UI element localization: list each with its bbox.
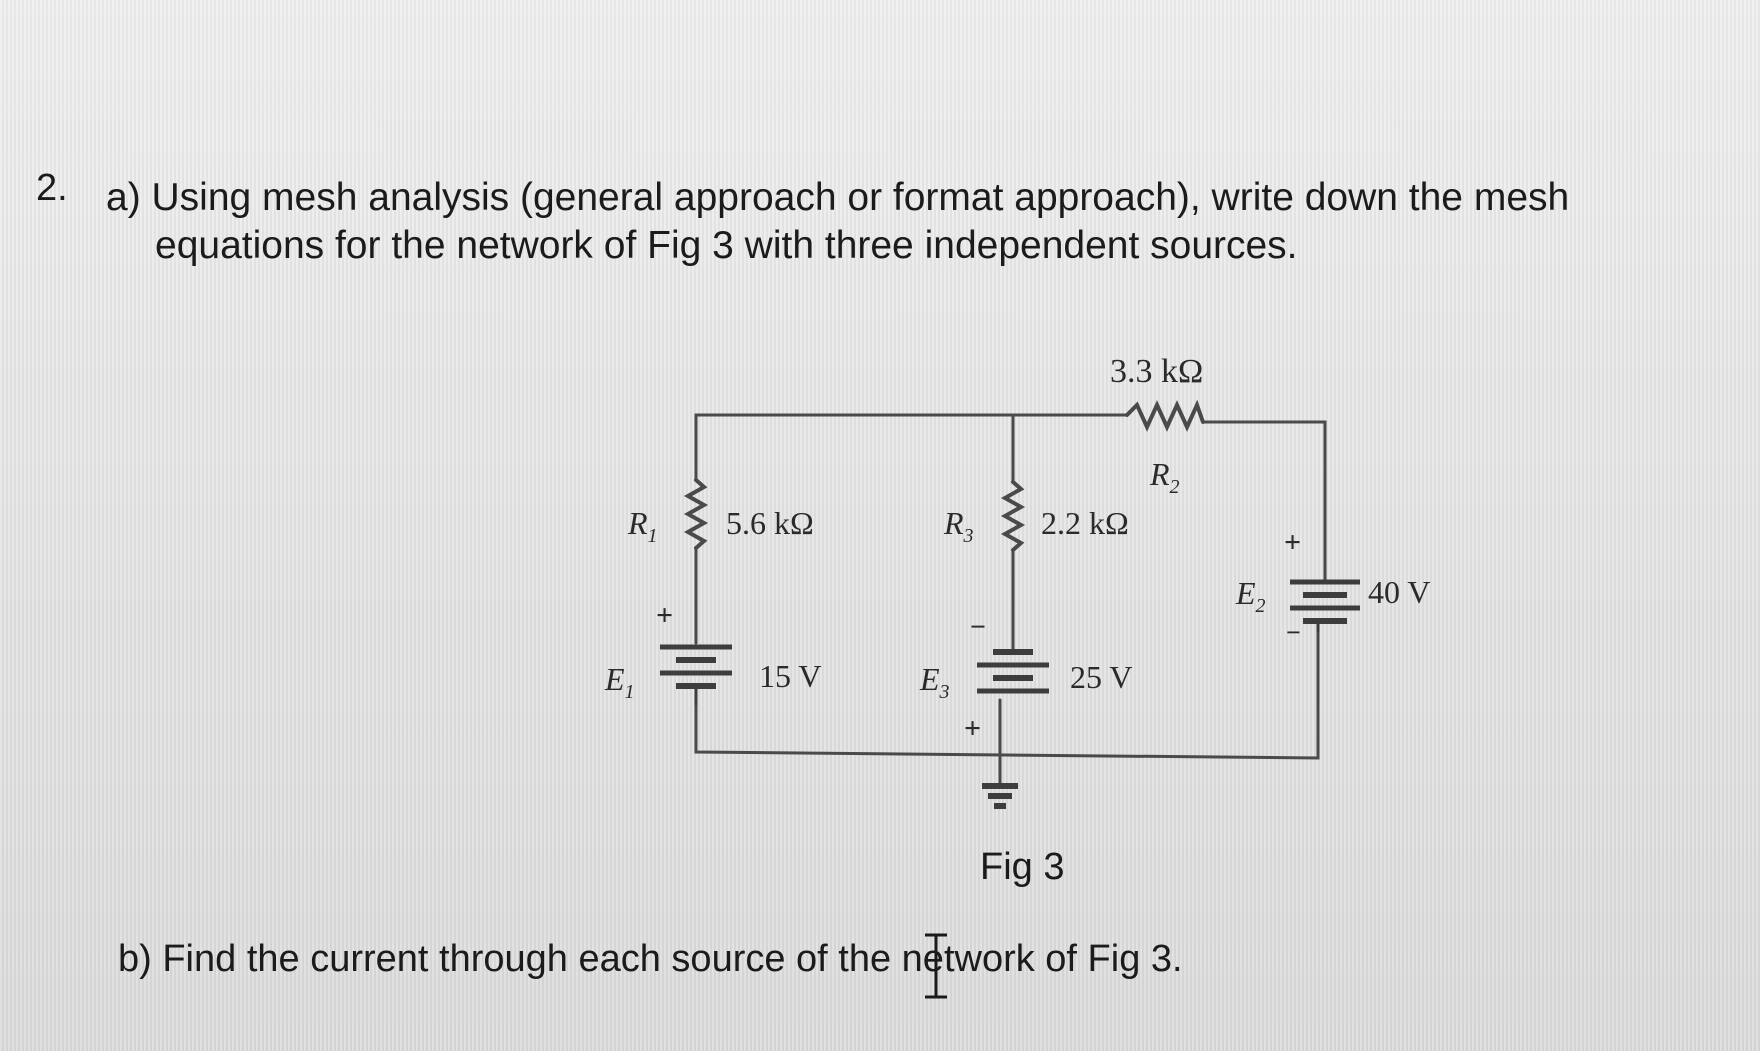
- question-number: 2.: [36, 167, 68, 209]
- r1-value: 5.6 kΩ: [726, 505, 814, 541]
- r2-label: R2: [1149, 456, 1180, 498]
- e2-plus: +: [1284, 526, 1301, 559]
- e2-minus: −: [1286, 618, 1301, 647]
- e3-plus: +: [964, 712, 981, 745]
- wire-top-right: [1201, 420, 1327, 584]
- e2-value: 40 V: [1368, 574, 1431, 610]
- e1-battery: [660, 644, 732, 705]
- e2-label: E2: [1235, 575, 1266, 617]
- question-part-b: b) Find the current through each source …: [118, 938, 1183, 980]
- r3-value: 2.2 kΩ: [1041, 505, 1129, 541]
- wire-bottom: [694, 630, 1320, 760]
- e3-label: E3: [919, 661, 950, 703]
- question-part-a-line2: equations for the network of Fig 3 with …: [155, 224, 1298, 267]
- e3-value: 25 V: [1070, 659, 1133, 695]
- r3-label: R3: [943, 505, 974, 547]
- r3-resistor: [1000, 480, 1026, 552]
- figure-caption: Fig 3: [980, 846, 1065, 888]
- r2-value: 3.3 kΩ: [1110, 353, 1203, 390]
- r1-resistor: [683, 478, 709, 550]
- r2-resistor: [1125, 399, 1205, 432]
- wire-top-left: [694, 413, 1129, 482]
- e3-minus: −: [970, 612, 986, 643]
- e3-battery: [977, 649, 1049, 694]
- e2-battery: [1290, 579, 1360, 632]
- e1-plus: +: [656, 599, 673, 632]
- text-cursor-icon: [925, 933, 947, 999]
- ground-icon: [982, 783, 1018, 809]
- e1-label: E1: [604, 661, 635, 703]
- r1-label: R1: [627, 505, 658, 547]
- e1-value: 15 V: [759, 658, 822, 694]
- question-part-a-line1: a) Using mesh analysis (general approach…: [106, 176, 1570, 219]
